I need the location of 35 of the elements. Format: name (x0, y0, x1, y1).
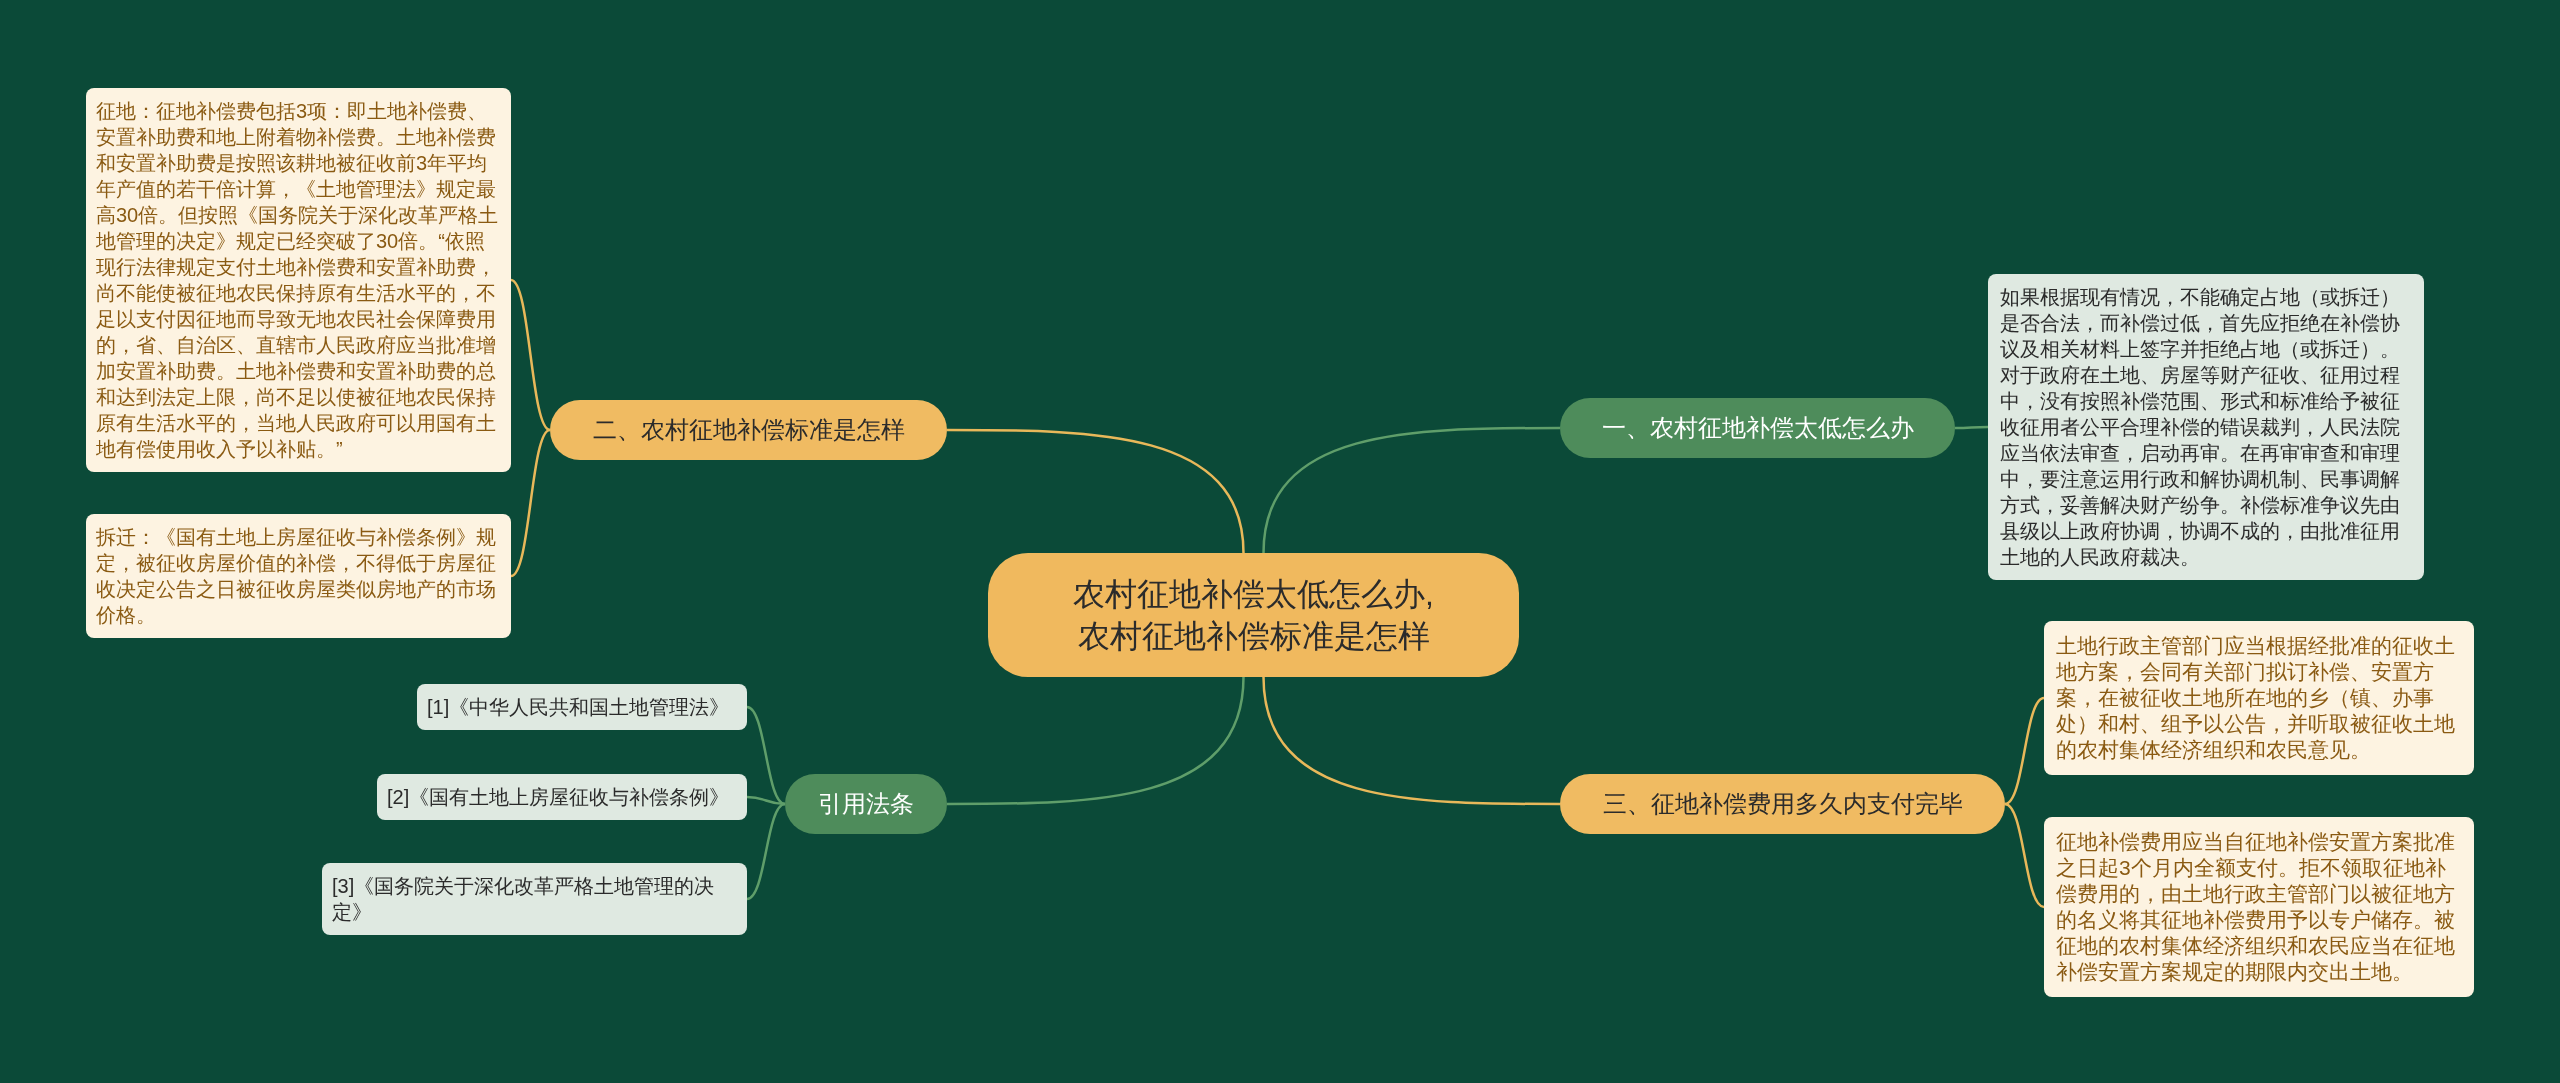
reference-card (417, 684, 747, 730)
central-topic (988, 553, 1519, 677)
branch-topic (1560, 398, 1955, 458)
connector-line (1955, 425, 1988, 430)
reference-card (322, 863, 747, 935)
topic-text: 三、征地补偿费用多久内支付完毕 (1602, 789, 1963, 819)
connector-line (1262, 676, 1560, 806)
topic-text: [2]《国有土地上房屋征收与补偿条例》 (387, 785, 731, 810)
topic-text: 土地行政主管部门应当根据经批准的征收土地方案，会同有关部门拟订补偿、安置方案，在被征收土地所在地的乡（镇、办事处）和村、组予以公告，并听取被征收土地的农村集体经济组织和农民意见。 (2056, 633, 2456, 763)
topic-text: 如果根据现有情况，不能确定占地（或拆迁）是否合法，而补偿过低，首先应拒绝在补偿协议及相关材料上签字并拒绝占地（或拆迁）。对于政府在土地、房屋等财产征收、征用过程中，没有按照补偿范围、形式和标准给予被征收征用者公平合理补偿的错误裁判，人民法院应当依法审查，启动再审。在再审审查和审理中，要注意运用行政和解协调机制、民事调解方式，妥善解决财产纷争。补偿标准争议先由县级以上政府协调，协调不成的，由批准征用土地的人民政府裁决。 (2000, 285, 2401, 570)
branch-topic (785, 774, 947, 834)
topic-text: 二、农村征地补偿标准是怎样 (592, 415, 905, 445)
topic-text: 拆迁：《国有土地上房屋征收与补偿条例》规定，被征收房屋价值的补偿，不得低于房屋征收决定公告之日被征收房屋类似房地产的市场价格。 (96, 525, 497, 628)
connector-line (2004, 696, 2045, 806)
branch-topic (1560, 774, 2005, 834)
connector-line (510, 428, 551, 578)
connector-line (746, 705, 786, 806)
note-card (2044, 621, 2474, 775)
topic-text: [3]《国务院关于深化改革严格土地管理的决定》 (332, 874, 716, 925)
connector-line (510, 278, 551, 432)
topic-text: 征地补偿费用应当自征地补偿安置方案批准之日起3个月内全额支付。拒不领取征地补偿费用的，由土地行政主管部门以被征地方的名义将其征地补偿费用予以专户储存。被征地的农村集体经济组织和农民应当在征地补偿安置方案规定的期限内交出土地。 (2056, 829, 2456, 985)
connector-line (2004, 802, 2045, 909)
topic-text: 一、农村征地补偿太低怎么办 (1601, 413, 1914, 443)
branch-topic (550, 400, 947, 460)
topic-text: [1]《中华人民共和国土地管理法》 (427, 695, 731, 720)
topic-text: 农村征地补偿太低怎么办,农村征地补偿标准是怎样 (1072, 575, 1435, 656)
note-card (2044, 817, 2474, 997)
note-card (86, 514, 511, 638)
topic-text: 引用法条 (818, 789, 914, 819)
reference-card (377, 774, 747, 820)
connector-line (947, 428, 1245, 554)
connector-line (947, 676, 1245, 806)
connector-line (746, 802, 786, 901)
topic-text: 征地：征地补偿费包括3项：即土地补偿费、安置补助费和地上附着物补偿费。土地补偿费和安置补助费是按照该耕地被征收前3年平均年产值的若干倍计算，《土地管理法》规定最高30倍。但按照《国务院关于深化改革严格土地管理的决定》规定已经突破了30倍。“依照现行法律规定支付土地补偿费和安置补助费，尚不能使被征地农民保持原有生活水平的，不足以支付因征地而导致无地农民社会保障费用的，省、自治区、直辖市人民政府应当批准增加安置补助费。土地补偿费和安置补助费的总和达到法定上限，尚不足以使被征地农民保持原有生活水平的，当地人民政府可以用国有土地有偿使用收入予以补贴。” (96, 99, 500, 462)
connector-line (1262, 426, 1560, 554)
